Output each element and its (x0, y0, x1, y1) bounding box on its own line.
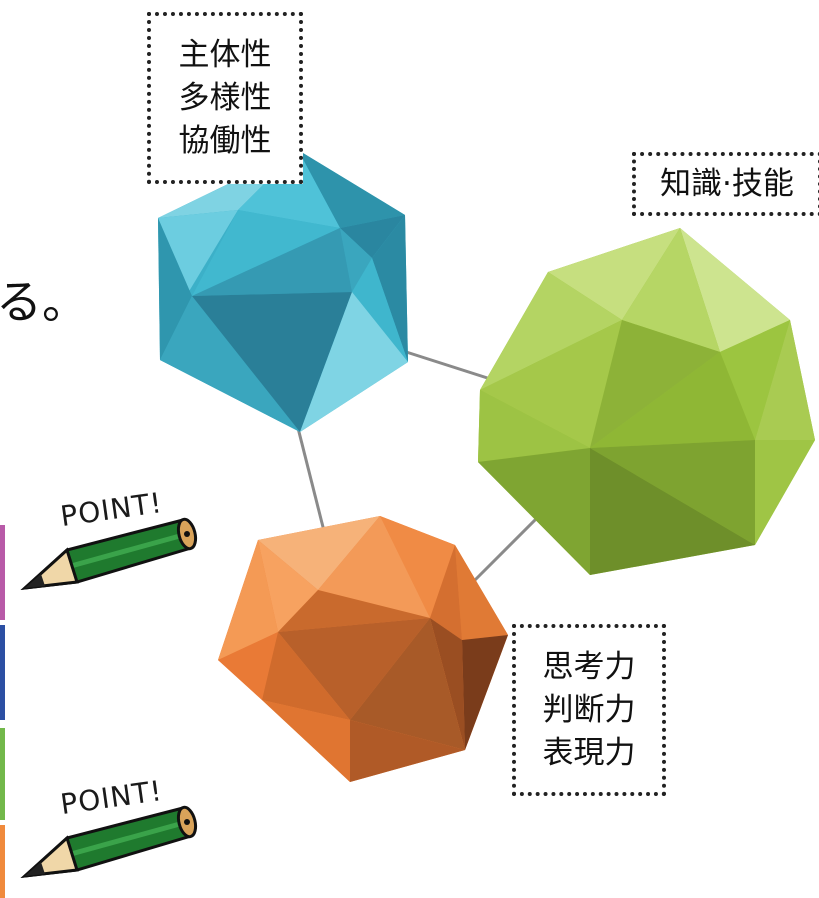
connector-blue-green (399, 348, 501, 384)
label-line: 判断力 (542, 691, 636, 728)
pencil-icon (20, 517, 198, 591)
connector-blue-orange (296, 427, 327, 536)
stripe-blue (0, 625, 5, 720)
label-line: 主体性 (178, 36, 272, 73)
point-pencil-badge-2: POINT! (5, 774, 205, 893)
label-box-thinking-judgment: 思考力 判断力 表現力 (512, 624, 666, 796)
label-line: 協働性 (178, 122, 272, 159)
point-pencil-badge-1: POINT! (5, 486, 205, 605)
stripe-purple (0, 525, 5, 620)
cropped-sentence-ending: る。 (0, 275, 80, 329)
label-line: 知識·技能 (660, 165, 794, 202)
label-box-proactiveness: 主体性 多様性 協働性 (147, 12, 303, 184)
pencil-icon (20, 805, 198, 879)
stripe-green (0, 728, 5, 820)
stripe-orange (0, 825, 5, 898)
label-line: 表現力 (542, 734, 636, 771)
orange-icosahedron (218, 516, 508, 782)
label-line: 多様性 (178, 79, 272, 116)
label-line: 思考力 (542, 648, 636, 685)
green-icosahedron (478, 228, 815, 575)
blue-icosahedron (158, 150, 408, 432)
label-box-knowledge-skills: 知識·技能 (632, 152, 819, 216)
